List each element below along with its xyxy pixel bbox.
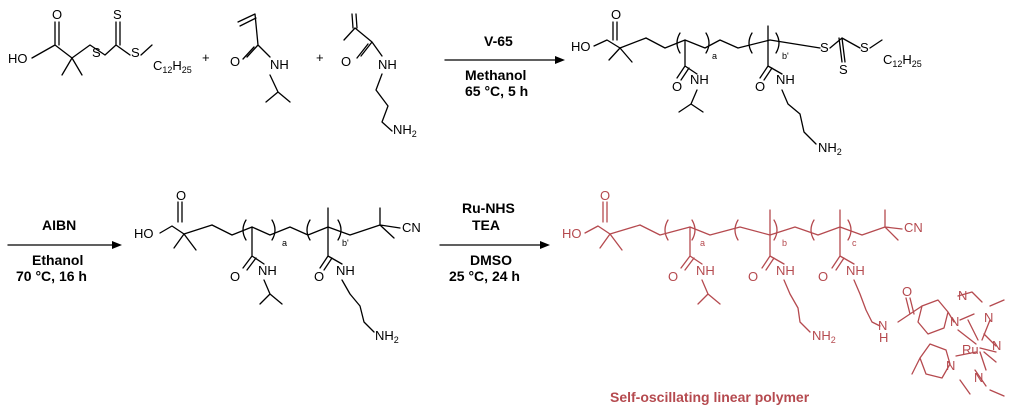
hydroxyl-label: HO (134, 226, 154, 241)
amide-nh-label: NH (690, 72, 709, 87)
sulfur-label: S (820, 40, 829, 55)
pyridine-n-label: N (984, 310, 993, 325)
sulfur-label: S (92, 45, 101, 60)
subscript-b-prime: b' (342, 238, 349, 248)
ruthenium-label: Ru (962, 342, 979, 357)
amide-nh-label: NH (378, 57, 397, 72)
carbonyl-o-label: O (230, 269, 240, 284)
carbonyl-o-label: O (52, 7, 62, 22)
arrowhead-icon (540, 241, 550, 249)
sulfur-label: S (131, 45, 140, 60)
carbonyl-o-label: O (755, 79, 765, 94)
nitrile-label: CN (904, 220, 923, 235)
apma-structure: O NH NH2 (341, 13, 417, 139)
carbonyl-o-label: O (668, 269, 678, 284)
carbonyl-o-label: O (672, 79, 682, 94)
amide-nh-label: NH (776, 263, 795, 278)
step1-arrow-group: V-65 Methanol 65 °C, 5 h (444, 33, 565, 99)
amide-nh-label: NH (270, 57, 289, 72)
carbonyl-o-label: O (341, 54, 351, 69)
amide-nh-label: NH (846, 263, 865, 278)
step2-solvent: Ethanol (32, 252, 83, 268)
nipam-structure: O NH (230, 13, 291, 103)
amine-nh2-label: NH2 (375, 328, 399, 345)
amide-nh-label: NH (776, 72, 795, 87)
plus-sign: + (202, 50, 210, 65)
pyridine-n-label: N (992, 338, 1001, 353)
subscript-b-prime: b' (782, 51, 789, 61)
linker-h-label: H (879, 330, 888, 345)
hydroxyl-label: HO (8, 51, 28, 66)
product-title: Self-oscillating linear polymer (610, 389, 810, 405)
amine-nh2-label: NH2 (812, 328, 836, 345)
pyridine-n-label: N (946, 358, 955, 373)
step2-arrow-group: AIBN Ethanol 70 °C, 16 h (7, 217, 122, 284)
amide-nh-label: NH (336, 263, 355, 278)
subscript-a: a (700, 238, 705, 248)
amide-nh-label: NH (258, 263, 277, 278)
arrowhead-icon (112, 241, 122, 249)
subscript-b: b (782, 238, 787, 248)
amine-nh2-label: NH2 (818, 140, 842, 157)
carbonyl-o-label: O (600, 188, 610, 203)
copolymer-cyano-structure: HO O a b' O NH O NH NH2 CN (134, 188, 421, 345)
linker-n-label: N (878, 318, 887, 333)
subscript-a: a (282, 238, 287, 248)
amide-nh-label: NH (696, 263, 715, 278)
raft-agent-structure: HO O S S S C12H25 (8, 7, 192, 76)
copolymer-trithiocarbonate-structure: HO O a b' O NH O NH NH2 S S S C12H25 (571, 7, 922, 157)
carbonyl-o-label: O (818, 269, 828, 284)
hydroxyl-label: HO (562, 226, 582, 241)
carbonyl-o-label: O (230, 54, 240, 69)
pyridine-n-label: N (974, 370, 983, 385)
step1-reagent: V-65 (484, 33, 513, 49)
step3-conditions: 25 °C, 24 h (449, 268, 520, 284)
carbonyl-o-label: O (314, 269, 324, 284)
plus-sign: + (316, 50, 324, 65)
step2-reagent: AIBN (42, 217, 76, 233)
dodecyl-label: C12H25 (883, 52, 922, 69)
subscript-a: a (712, 51, 717, 61)
subscript-c: c (852, 238, 857, 248)
step2-conditions: 70 °C, 16 h (16, 268, 87, 284)
carbonyl-o-label: O (176, 188, 186, 203)
step3-reagent-1: Ru-NHS (462, 200, 515, 216)
arrowhead-icon (555, 56, 565, 64)
hydroxyl-label: HO (571, 39, 591, 54)
step3-reagent-2: TEA (472, 217, 500, 233)
nitrile-label: CN (402, 220, 421, 235)
carbonyl-o-label: O (611, 7, 621, 22)
carbonyl-o-label: O (748, 269, 758, 284)
pyridine-n-label: N (950, 314, 959, 329)
amine-nh2-label: NH2 (393, 122, 417, 139)
dodecyl-label: C12H25 (153, 58, 192, 75)
self-oscillating-polymer-structure: HO O a b c O NH O NH O NH NH2 N H O CN R… (562, 188, 1005, 397)
step3-solvent: DMSO (470, 252, 512, 268)
step1-solvent: Methanol (465, 67, 526, 83)
step1-conditions: 65 °C, 5 h (465, 83, 528, 99)
thione-s-label: S (839, 62, 848, 77)
sulfur-label: S (860, 40, 869, 55)
step3-arrow-group: Ru-NHS TEA DMSO 25 °C, 24 h (439, 200, 550, 284)
carbonyl-o-label: O (902, 284, 912, 299)
thione-s-label: S (113, 7, 122, 22)
pyridine-n-label: N (958, 288, 967, 303)
